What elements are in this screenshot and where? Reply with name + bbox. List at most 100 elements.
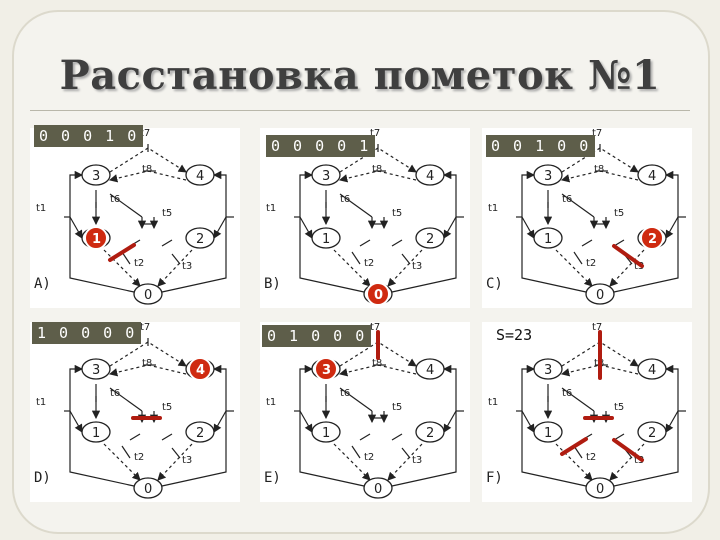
arc-p0-t1	[299, 411, 365, 487]
net-diagram-a: t1t2t3t4t5t6t7t8012341A)	[34, 128, 234, 305]
panel-letter-d: D)	[34, 470, 51, 486]
place-label-0: 0	[596, 288, 604, 303]
arc-t4-p4	[664, 170, 679, 217]
token-value: 4	[196, 363, 205, 378]
panel-letter-e: E)	[264, 470, 281, 486]
place-1	[533, 227, 563, 249]
arc-p1-p0	[333, 249, 371, 287]
marked-bar-t3	[612, 244, 644, 268]
arc-t4-p4	[664, 364, 679, 411]
transition-label-t3: t3	[634, 455, 644, 466]
arc-p2-p0	[157, 249, 193, 287]
transition-label-t7: t7	[370, 322, 380, 333]
place-label-1: 1	[322, 232, 330, 247]
place-2	[185, 227, 215, 249]
token-place-2	[640, 226, 664, 250]
arc-p0-t4	[613, 217, 679, 293]
place-0	[133, 283, 163, 305]
place-3	[533, 164, 563, 186]
place-0	[133, 477, 163, 499]
panel-letter-b: B)	[264, 276, 281, 292]
arc-t8	[338, 170, 417, 183]
arc-p2-p0	[387, 443, 423, 481]
token-place-1	[84, 226, 108, 250]
arc-p0-t1	[299, 217, 365, 293]
arc-p0-t1	[69, 411, 135, 487]
place-label-4: 4	[426, 169, 434, 184]
place-1	[311, 421, 341, 443]
place-1	[533, 421, 563, 443]
arc-p2-p0	[609, 443, 645, 481]
transition-label-t3: t3	[412, 261, 422, 272]
panel-a: t1t2t3t4t5t6t7t8012341A)	[30, 128, 240, 308]
place-label-2: 2	[648, 426, 656, 441]
arc-t4-p4	[212, 364, 227, 411]
place-4	[415, 164, 445, 186]
arc-t6	[561, 387, 595, 412]
arc-t6	[109, 387, 143, 412]
arc-p2-p0	[387, 249, 423, 287]
transition-label-t1: t1	[266, 397, 276, 408]
place-label-4: 4	[196, 169, 204, 184]
transition-label-t8: t8	[142, 358, 152, 369]
place-label-3: 3	[92, 363, 100, 378]
transition-label-t1: t1	[488, 203, 498, 214]
transition-label-t5: t5	[162, 208, 172, 219]
arc-t1-p1	[299, 410, 313, 433]
title-divider	[30, 110, 690, 111]
place-label-3: 3	[544, 363, 552, 378]
marking-e: 0 1 0 0 0	[262, 325, 372, 347]
transition-label-t6: t6	[110, 388, 120, 399]
transition-label-t8: t8	[594, 164, 604, 175]
arc-p0-t1	[69, 217, 135, 293]
panel-f: t1t2t3t4t5t6t7t801234F)	[482, 322, 692, 502]
place-label-0: 0	[374, 482, 382, 497]
place-label-4: 4	[426, 363, 434, 378]
place-2	[185, 421, 215, 443]
panel-b: t1t2t3t4t5t6t7t8012340B)	[260, 128, 470, 308]
transition-label-t2: t2	[134, 452, 144, 463]
place-4	[185, 164, 215, 186]
place-0	[585, 477, 615, 499]
arc-t2-in	[359, 239, 371, 247]
transition-label-t3: t3	[634, 261, 644, 272]
arc-p1-p0	[555, 249, 593, 287]
token-place-3	[314, 357, 338, 381]
arc-t3-in	[161, 433, 173, 441]
arc-t1-p3	[521, 364, 536, 411]
transition-label-t2: t2	[134, 258, 144, 269]
marking-d: 1 0 0 0 0	[32, 322, 142, 344]
arc-t8	[560, 170, 639, 183]
net-diagram-e: t1t2t3t4t5t6t7t8012343E)	[264, 322, 464, 499]
arc-t6	[109, 193, 143, 218]
panel-c: t1t2t3t4t5t6t7t8012342C)	[482, 128, 692, 308]
marked-bar-t2	[560, 437, 588, 456]
arc-p1-p0	[103, 443, 141, 481]
transition-label-t5: t5	[392, 402, 402, 413]
transition-label-t2: t2	[586, 258, 596, 269]
net-diagram-f: t1t2t3t4t5t6t7t801234F)	[486, 322, 686, 499]
place-label-1: 1	[544, 232, 552, 247]
arc-t4-p2	[443, 410, 457, 433]
transition-t2	[573, 251, 583, 265]
sum-label-f: S=23	[496, 326, 533, 344]
panel-e: t1t2t3t4t5t6t7t8012343E)	[260, 322, 470, 502]
arc-t1-p1	[69, 410, 83, 433]
arc-p2-p0	[157, 443, 193, 481]
place-label-4: 4	[648, 169, 656, 184]
token-value: 0	[374, 288, 383, 303]
arc-p2-p0	[609, 249, 645, 287]
token-value: 2	[648, 232, 657, 247]
arc-t4-p4	[442, 364, 457, 411]
place-label-2: 2	[196, 426, 204, 441]
transition-label-t8: t8	[142, 164, 152, 175]
transition-label-t3: t3	[182, 455, 192, 466]
transition-label-t6: t6	[110, 194, 120, 205]
transition-t2	[351, 445, 361, 459]
transition-label-t5: t5	[392, 208, 402, 219]
token-value: 1	[92, 232, 101, 247]
token-place-0	[366, 282, 390, 306]
panel-letter-f: F)	[486, 470, 503, 486]
transition-t2	[121, 445, 131, 459]
place-label-2: 2	[426, 232, 434, 247]
